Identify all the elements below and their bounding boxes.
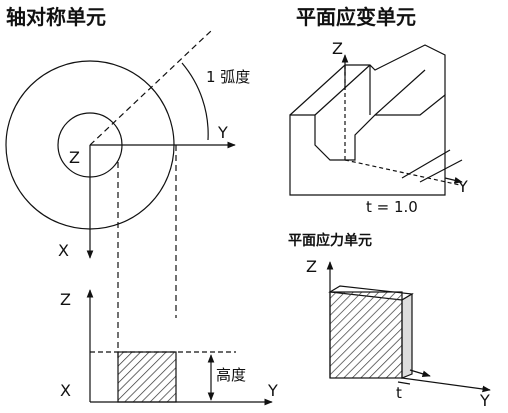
angle-arc [181, 62, 209, 141]
thickness-line-b [419, 159, 463, 183]
axisymmetric-plan-view [5, 29, 236, 358]
thickness-line-a [401, 149, 451, 179]
axisymmetric-elevation-view [86, 289, 273, 406]
plane-stress-y-axis [401, 377, 491, 393]
front-face [289, 93, 446, 196]
y-axis-arrow [444, 176, 463, 184]
lower-axis-z-label: Z [60, 290, 71, 309]
axis-x-label: X [58, 241, 69, 260]
lower-axis-y-label: Y [267, 381, 278, 400]
axisymmetric-section [117, 351, 177, 403]
angle-label: 1 弧度 [206, 68, 250, 86]
top-edges [289, 44, 446, 116]
plate-face [329, 291, 403, 379]
axis-y-label: Y [217, 123, 228, 142]
thickness-tick [397, 381, 411, 385]
plane-stress-z-label: Z [306, 257, 317, 276]
radian-line [89, 29, 213, 146]
lower-axis-x-label: X [60, 381, 71, 400]
plane-strain-thickness-label: t = 1.0 [366, 198, 418, 216]
thickness-arrow [409, 369, 431, 378]
title-plane-strain: 平面应变单元 [296, 5, 416, 29]
y-axis-hidden [344, 159, 461, 186]
left-wall-top [314, 64, 371, 116]
title-axisymmetric: 轴对称单元 [6, 5, 106, 29]
plane-strain-block [289, 44, 463, 196]
plane-stress-thickness-label: t [396, 384, 402, 402]
plane-stress-y-label: Y [479, 391, 490, 410]
title-plane-stress: 平面应力单元 [288, 232, 372, 249]
plate-side-edge [401, 292, 413, 379]
right-slope-edge [374, 69, 426, 116]
plane-strain-z-label: Z [332, 39, 343, 58]
plane-strain-y-label: Y [457, 177, 468, 196]
height-label: 高度 [216, 366, 246, 384]
axis-z-label: Z [69, 148, 80, 167]
plane-stress-plate [326, 261, 491, 393]
